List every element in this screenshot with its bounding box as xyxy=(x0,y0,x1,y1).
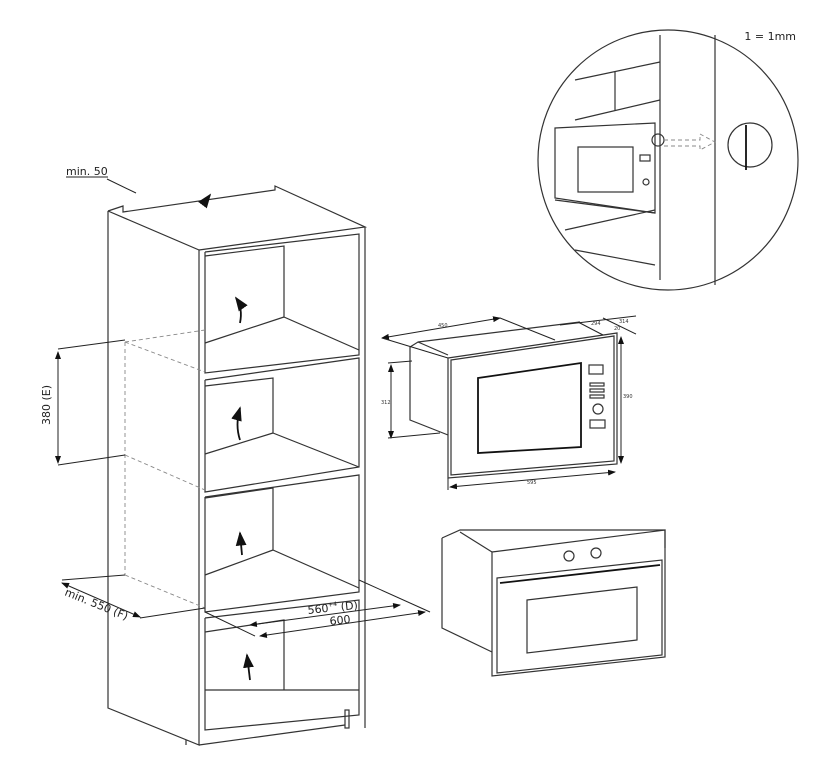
cabinet-dimensions: min. 50 380 (E) min. 550 (F) 560+4 (D) 6… xyxy=(40,165,431,638)
dim-min-550-f: min. 550 (F) xyxy=(63,586,130,623)
dim-380-e: 380 (E) xyxy=(40,385,53,425)
scale-note: 1 = 1mm xyxy=(744,30,796,43)
dim-560-d: 560+4 (D) xyxy=(307,599,359,617)
dim-450: 450 xyxy=(438,323,448,329)
microwave-drawing: 450 294 314 20 312 390 595 xyxy=(381,315,637,490)
oven-drawing xyxy=(441,529,666,677)
dim-390: 390 xyxy=(623,394,633,400)
dim-20: 20 xyxy=(614,326,620,332)
dim-314: 314 xyxy=(619,319,629,325)
detail-inset xyxy=(537,29,799,291)
tall-cabinet xyxy=(107,185,368,746)
dim-294: 294 xyxy=(591,321,601,327)
dim-312: 312 xyxy=(381,400,391,406)
dim-600: 600 xyxy=(329,613,351,628)
dim-595: 595 xyxy=(527,480,537,486)
dim-min-50: min. 50 xyxy=(66,165,108,178)
